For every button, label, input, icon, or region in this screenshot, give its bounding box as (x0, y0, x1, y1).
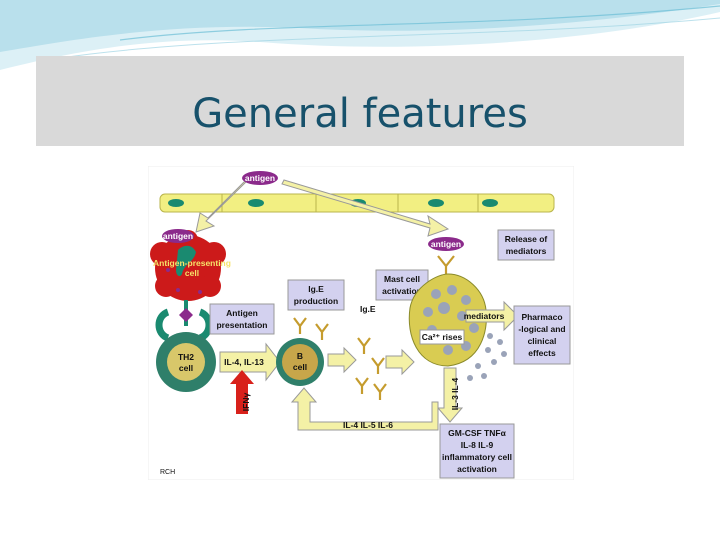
th2-label-line1: TH2 (178, 352, 194, 362)
b-cell-to-ige-arrow (327, 346, 357, 374)
title-band: General features (36, 56, 684, 146)
antigen-presentation-box (209, 303, 275, 335)
ca-rises-box (419, 329, 465, 345)
figure-credit: RCH (160, 469, 175, 476)
pharmaco-line1: Pharmaco (521, 312, 562, 322)
pharmacological-effects-box (513, 305, 571, 365)
ige-production-line2: production (294, 296, 338, 306)
released-granules (467, 333, 507, 381)
antigen-top-icon (242, 171, 278, 185)
b-cell (276, 338, 324, 386)
ifn-gamma-label: IFNγ (241, 393, 251, 412)
il3-il4-arrow (436, 367, 464, 423)
ige-production-line1: Ig.E (308, 284, 324, 294)
pharmaco-line3: clinical (528, 336, 557, 346)
il3-il4-label: IL-3 IL-4 (450, 377, 460, 410)
b-cell-label-line2: cell (293, 362, 307, 372)
release-label-line2: mediators (506, 246, 547, 256)
b-cell-label-line1: B (297, 351, 303, 361)
antigen-presentation-line2: presentation (216, 320, 267, 330)
il4-il13-label: IL-4, IL-13 (224, 357, 264, 367)
bound-ige-icon (437, 255, 455, 274)
slide-title: General features (192, 91, 528, 137)
allergy-mechanism-diagram: antigen antigen Antigen-presenting cell … (148, 166, 574, 480)
cytokines-line3: inflammatory cell (442, 452, 512, 462)
antigen-left-label: antigen (163, 231, 193, 241)
il4-il5-il6-label: IL-4 IL-5 IL-6 (343, 420, 393, 430)
il4-il13-arrow (219, 342, 281, 382)
release-label-line1: Release of (505, 234, 548, 244)
cytokines-line2: IL-8 IL-9 (461, 440, 494, 450)
cytokines-line4: activation (457, 464, 497, 474)
antigen-presenting-cell (150, 230, 226, 301)
apc-label-line2: cell (185, 268, 199, 278)
antigen-top-label: antigen (245, 173, 275, 183)
ifn-gamma-arrow (230, 370, 254, 414)
antigen-presentation-line1: Antigen (226, 308, 258, 318)
pharmaco-line4: effects (528, 348, 556, 358)
th2-cell (156, 332, 216, 392)
ige-production-box (287, 279, 345, 311)
mhc-tcr-connection (155, 300, 213, 342)
antigen-left-icon (162, 229, 194, 243)
ca-rises-label: Ca²⁺ rises (422, 332, 463, 342)
antigen-entry-arrows (195, 177, 450, 237)
mediators-arrow (465, 300, 519, 332)
pharmaco-line2: -logical and (518, 324, 565, 334)
mast-cell-label-line1: Mast cell (384, 274, 420, 284)
background-wave-decoration (0, 0, 720, 70)
il4-il5-il6-feedback-arrow (290, 387, 439, 431)
ige-antibodies (293, 317, 387, 400)
ige-to-mast-arrow (385, 348, 415, 376)
release-of-mediators-box (497, 229, 555, 261)
antigen-right-icon (428, 237, 464, 251)
th2-label-line2: cell (179, 363, 193, 373)
mediators-label: mediators (464, 311, 505, 321)
antigen-right-label: antigen (431, 239, 461, 249)
ige-label: Ig.E (360, 304, 376, 314)
mast-cell-label-line2: activation (382, 286, 422, 296)
apc-label-line1: Antigen-presenting (153, 258, 231, 268)
cytokines-line1: GM-CSF TNFα (448, 428, 506, 438)
cytokines-box (439, 423, 515, 479)
